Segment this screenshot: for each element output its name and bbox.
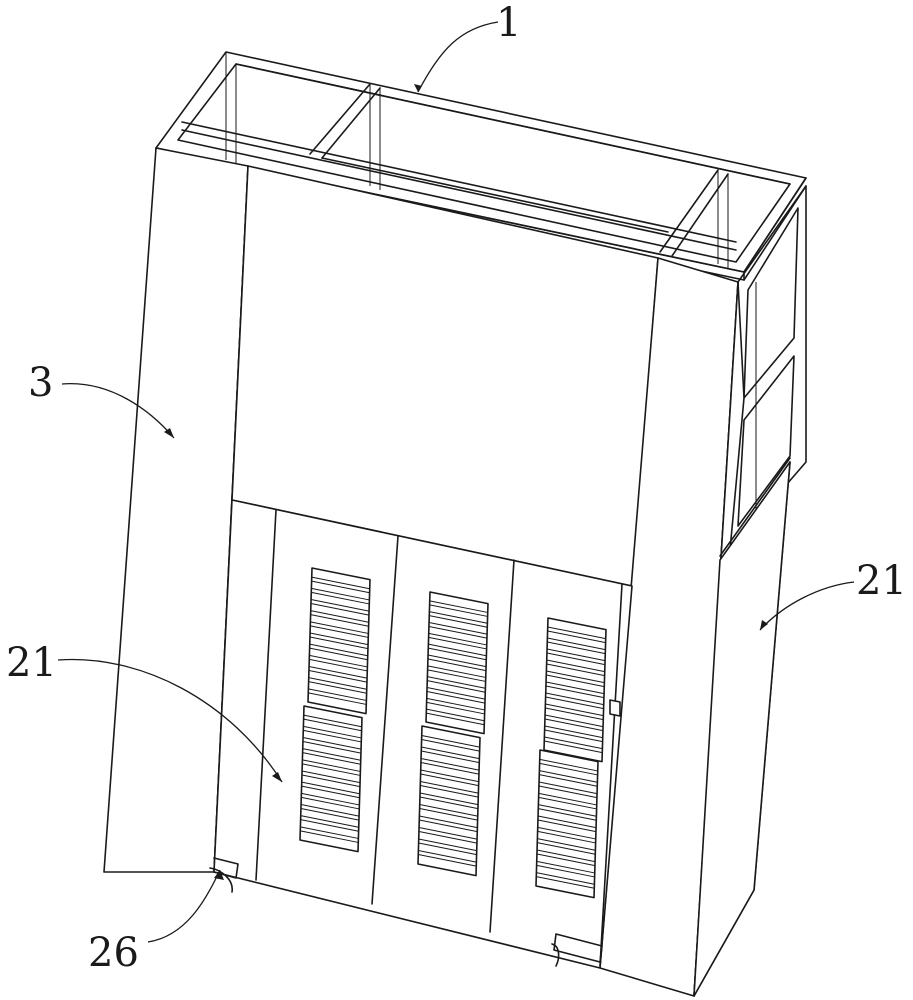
label-frame: 1	[496, 0, 521, 46]
label-side-door: 21	[856, 558, 907, 604]
label-panel: 3	[28, 360, 53, 406]
louvre-panel	[544, 618, 606, 762]
louvre-panel	[308, 568, 370, 714]
louvre-panel	[536, 750, 598, 898]
label-base: 26	[88, 930, 139, 976]
louvre-panel	[418, 726, 480, 876]
louvre-panel	[426, 592, 488, 734]
louvre-panel	[300, 706, 362, 852]
label-front-door: 21	[6, 640, 57, 686]
